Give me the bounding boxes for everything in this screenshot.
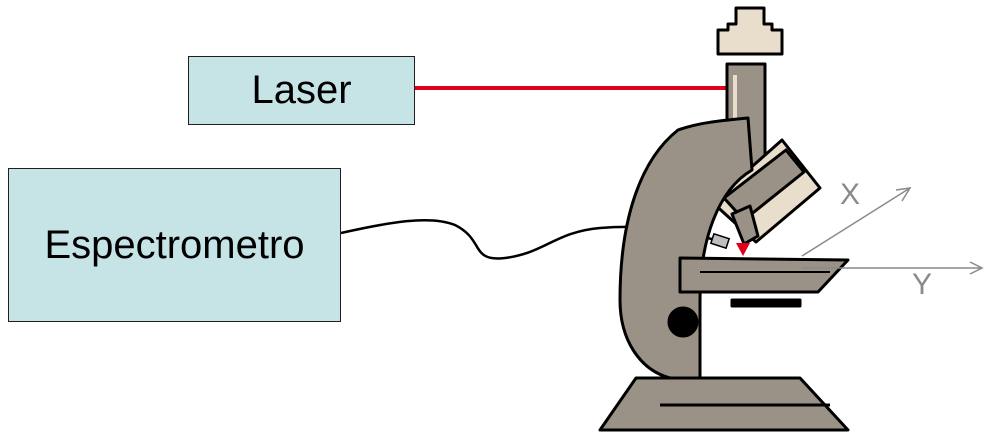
axis-arrows — [801, 187, 984, 275]
laser-label: Laser — [251, 68, 352, 112]
microscope-icon — [598, 6, 850, 432]
laser-box: Laser — [188, 56, 415, 125]
y-axis-label: Y — [912, 268, 933, 301]
spectrometer-box: Espectrometro — [8, 168, 341, 322]
fiber-probe-icon — [709, 232, 731, 250]
laser-spot-icon — [736, 243, 750, 256]
x-axis-label: X — [840, 178, 861, 211]
spectrometer-label: Espectrometro — [44, 222, 305, 267]
